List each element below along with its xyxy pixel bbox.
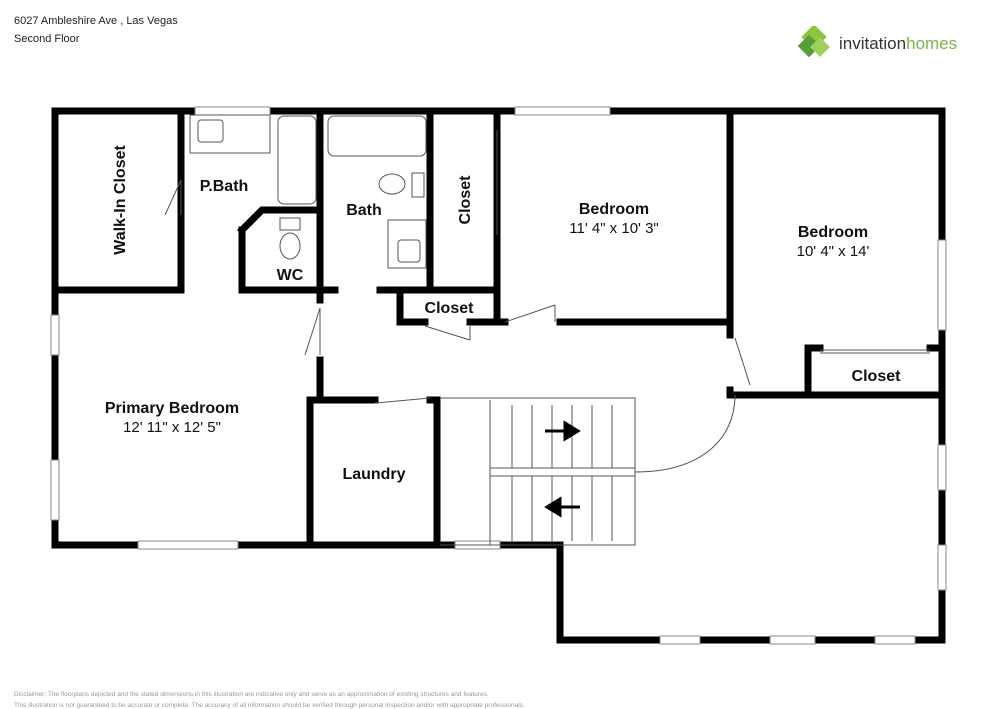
room-p-bath: P.Bath bbox=[200, 178, 249, 195]
logo-word-invitation: invitation bbox=[839, 34, 907, 53]
room-closet-hall: Closet bbox=[425, 300, 475, 317]
logo-mark-icon bbox=[797, 26, 830, 58]
room-bath: Bath bbox=[346, 202, 382, 219]
room-closet: Closet bbox=[457, 175, 474, 225]
address: 6027 Ambleshire Ave , Las Vegas bbox=[14, 15, 178, 27]
room-bedroom-1: Bedroom bbox=[579, 201, 649, 218]
floor-label: Second Floor bbox=[14, 33, 80, 45]
arrow-left-icon bbox=[544, 496, 580, 518]
room-bedroom-2: Bedroom bbox=[798, 224, 868, 241]
stair-arrows bbox=[544, 420, 581, 518]
room-primary-bedroom-dims: 12' 11" x 12' 5" bbox=[123, 419, 221, 436]
room-bedroom-1-dims: 11' 4" x 10' 3" bbox=[569, 220, 659, 237]
room-closet-bedroom-2: Closet bbox=[852, 368, 902, 385]
fixtures bbox=[164, 114, 930, 546]
room-wc: WC bbox=[277, 267, 304, 284]
disclaimer-line-1: Disclaimer: The floorplans depicted and … bbox=[14, 691, 489, 698]
room-walk-in-closet: Walk-In Closet bbox=[112, 145, 129, 255]
walls bbox=[51, 107, 946, 644]
room-laundry: Laundry bbox=[342, 466, 405, 483]
disclaimer-line-2: This illustration is not guaranteed to b… bbox=[14, 702, 525, 709]
arrow-right-icon bbox=[545, 420, 581, 442]
room-primary-bedroom: Primary Bedroom bbox=[105, 400, 239, 417]
logo-word-homes: homes bbox=[906, 34, 958, 53]
room-bedroom-2-dims: 10' 4" x 14' bbox=[797, 243, 870, 260]
